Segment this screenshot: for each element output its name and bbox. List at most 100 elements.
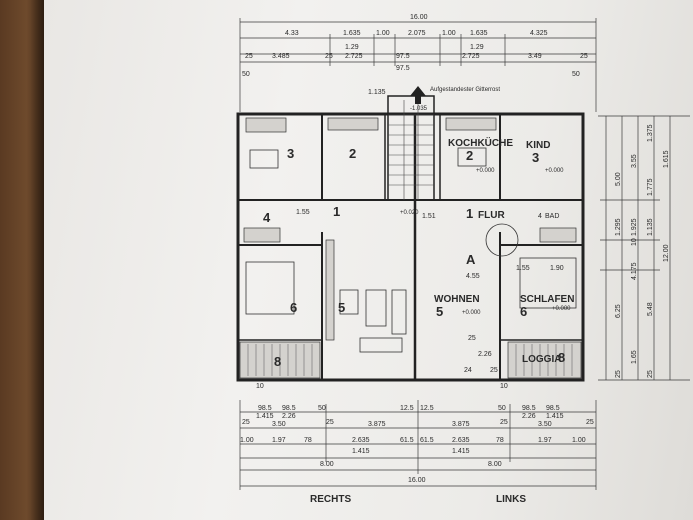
dim-bottom: 1.00 [240, 437, 254, 444]
dim-right: 5.48 [647, 302, 654, 316]
dim-bottom: 1.415 [256, 413, 274, 420]
room-number: 4 [538, 213, 542, 220]
dim-top: 4.325 [530, 30, 548, 37]
dim-bottom: 8.00 [320, 461, 334, 468]
dim-top: 50 [572, 71, 580, 78]
dim-bottom: 98.5 [522, 405, 536, 412]
dim-bottom: 25 [500, 419, 508, 426]
dim-bottom: 3.875 [368, 421, 386, 428]
dim-bottom: 1.415 [352, 448, 370, 455]
dim-interior: 1.90 [550, 265, 564, 272]
dim-interior: 10 [500, 383, 508, 390]
room-number: 5 [436, 304, 443, 319]
dim-interior: 25 [468, 335, 476, 342]
dim-bottom: 1.97 [538, 437, 552, 444]
dim-right: 1.65 [631, 350, 638, 364]
entry-arrow-icon [410, 86, 426, 104]
dim-right: 3.55 [631, 154, 638, 168]
level-mark: +0.000 [552, 306, 571, 312]
dim-bottom: 25 [326, 419, 334, 426]
section-mark: A [466, 252, 476, 267]
side-label-rechts: RECHTS [310, 494, 351, 505]
dim-bottom: 61.5 [400, 437, 414, 444]
dim-bottom: 16.00 [408, 477, 426, 484]
dim-bottom: 98.5 [282, 405, 296, 412]
dim-interior: 1.55 [296, 209, 310, 216]
dim-interior: 1.51 [422, 213, 436, 220]
dim-top: 1.635 [470, 30, 488, 37]
room-label-bad: BAD [545, 213, 559, 220]
dim-bottom: 12.5 [420, 405, 434, 412]
room-number: 1 [333, 204, 340, 219]
dim-right: 12.00 [663, 244, 670, 262]
dim-bottom: 1.97 [272, 437, 286, 444]
dim-bottom: 98.5 [546, 405, 560, 412]
dim-interior: 2.26 [478, 351, 492, 358]
dim-bottom: 78 [496, 437, 504, 444]
room-label-schlafen: SCHLAFEN [520, 294, 574, 305]
room-label-loggia: LOGGIA [522, 354, 561, 365]
dim-top: 2.725 [462, 53, 480, 60]
dim-right: 25 [615, 370, 622, 378]
room-number: 2 [466, 148, 473, 163]
dim-bottom: 2.635 [352, 437, 370, 444]
dim-top: 2.075 [408, 30, 426, 37]
dim-top: 25 [245, 53, 253, 60]
dim-right: 1.375 [647, 124, 654, 142]
dim-bottom: 2.635 [452, 437, 470, 444]
dim-bottom: 2.26 [282, 413, 296, 420]
dim-bottom: 3.50 [272, 421, 286, 428]
room-number: 8 [274, 354, 281, 369]
dim-right: 1.615 [663, 150, 670, 168]
dim-right: 4.175 [631, 262, 638, 280]
room-number: 4 [263, 210, 271, 225]
dim-top: 97.5 [396, 65, 410, 72]
dim-top: 2.725 [345, 53, 363, 60]
grate-note: Aufgestandester Gitterrost [430, 87, 500, 93]
level-mark: +0.000 [476, 168, 495, 174]
dim-bottom: 78 [304, 437, 312, 444]
dim-bottom: 25 [242, 419, 250, 426]
dim-bottom: 61.5 [420, 437, 434, 444]
dim-top: 3.485 [272, 53, 290, 60]
dim-top: 1.00 [376, 30, 390, 37]
dim-top: 4.33 [285, 30, 299, 37]
dim-right: 6.25 [615, 304, 622, 318]
room-number: 2 [349, 146, 356, 161]
dim-interior: 25 [490, 367, 498, 374]
room-label-wohnen: WOHNEN [434, 294, 480, 305]
room-label-flur: FLUR [478, 210, 505, 221]
dim-bottom: 1.00 [572, 437, 586, 444]
dim-top: 1.29 [345, 44, 359, 51]
dim-right: 5.00 [615, 172, 622, 186]
dim-right: 25 [647, 370, 654, 378]
dim-top: 50 [242, 71, 250, 78]
dim-top: 1.29 [470, 44, 484, 51]
dim-top: 1.135 [368, 89, 386, 96]
dim-overall-top: 16.00 [410, 14, 428, 21]
dim-bottom: 8.00 [488, 461, 502, 468]
dim-interior: 1.55 [516, 265, 530, 272]
room-number: 6 [520, 304, 527, 319]
room-label-kochkueche: KOCHKÜCHE [448, 136, 513, 149]
dim-bottom: 50 [318, 405, 326, 412]
blueprint-sheet [44, 0, 693, 520]
dim-top: 1.635 [343, 30, 361, 37]
level-mark: +0.000 [545, 168, 564, 174]
dim-right: 10 [631, 238, 638, 246]
dim-bottom: 3.50 [538, 421, 552, 428]
room-label-kind: KIND [526, 140, 550, 151]
dim-interior: 10 [256, 383, 264, 390]
level-mark: +0.000 [462, 310, 481, 316]
dim-interior: 24 [464, 367, 472, 374]
dim-bottom: 1.415 [546, 413, 564, 420]
dim-bottom: 98.5 [258, 405, 272, 412]
dim-bottom: 3.875 [452, 421, 470, 428]
dim-interior: 4.55 [466, 273, 480, 280]
dim-bottom: 1.415 [452, 448, 470, 455]
room-number: 6 [290, 300, 297, 315]
level-mark: -1.035 [410, 106, 428, 112]
dim-right: 1.135 [647, 218, 654, 236]
dim-top: 3.49 [528, 53, 542, 60]
